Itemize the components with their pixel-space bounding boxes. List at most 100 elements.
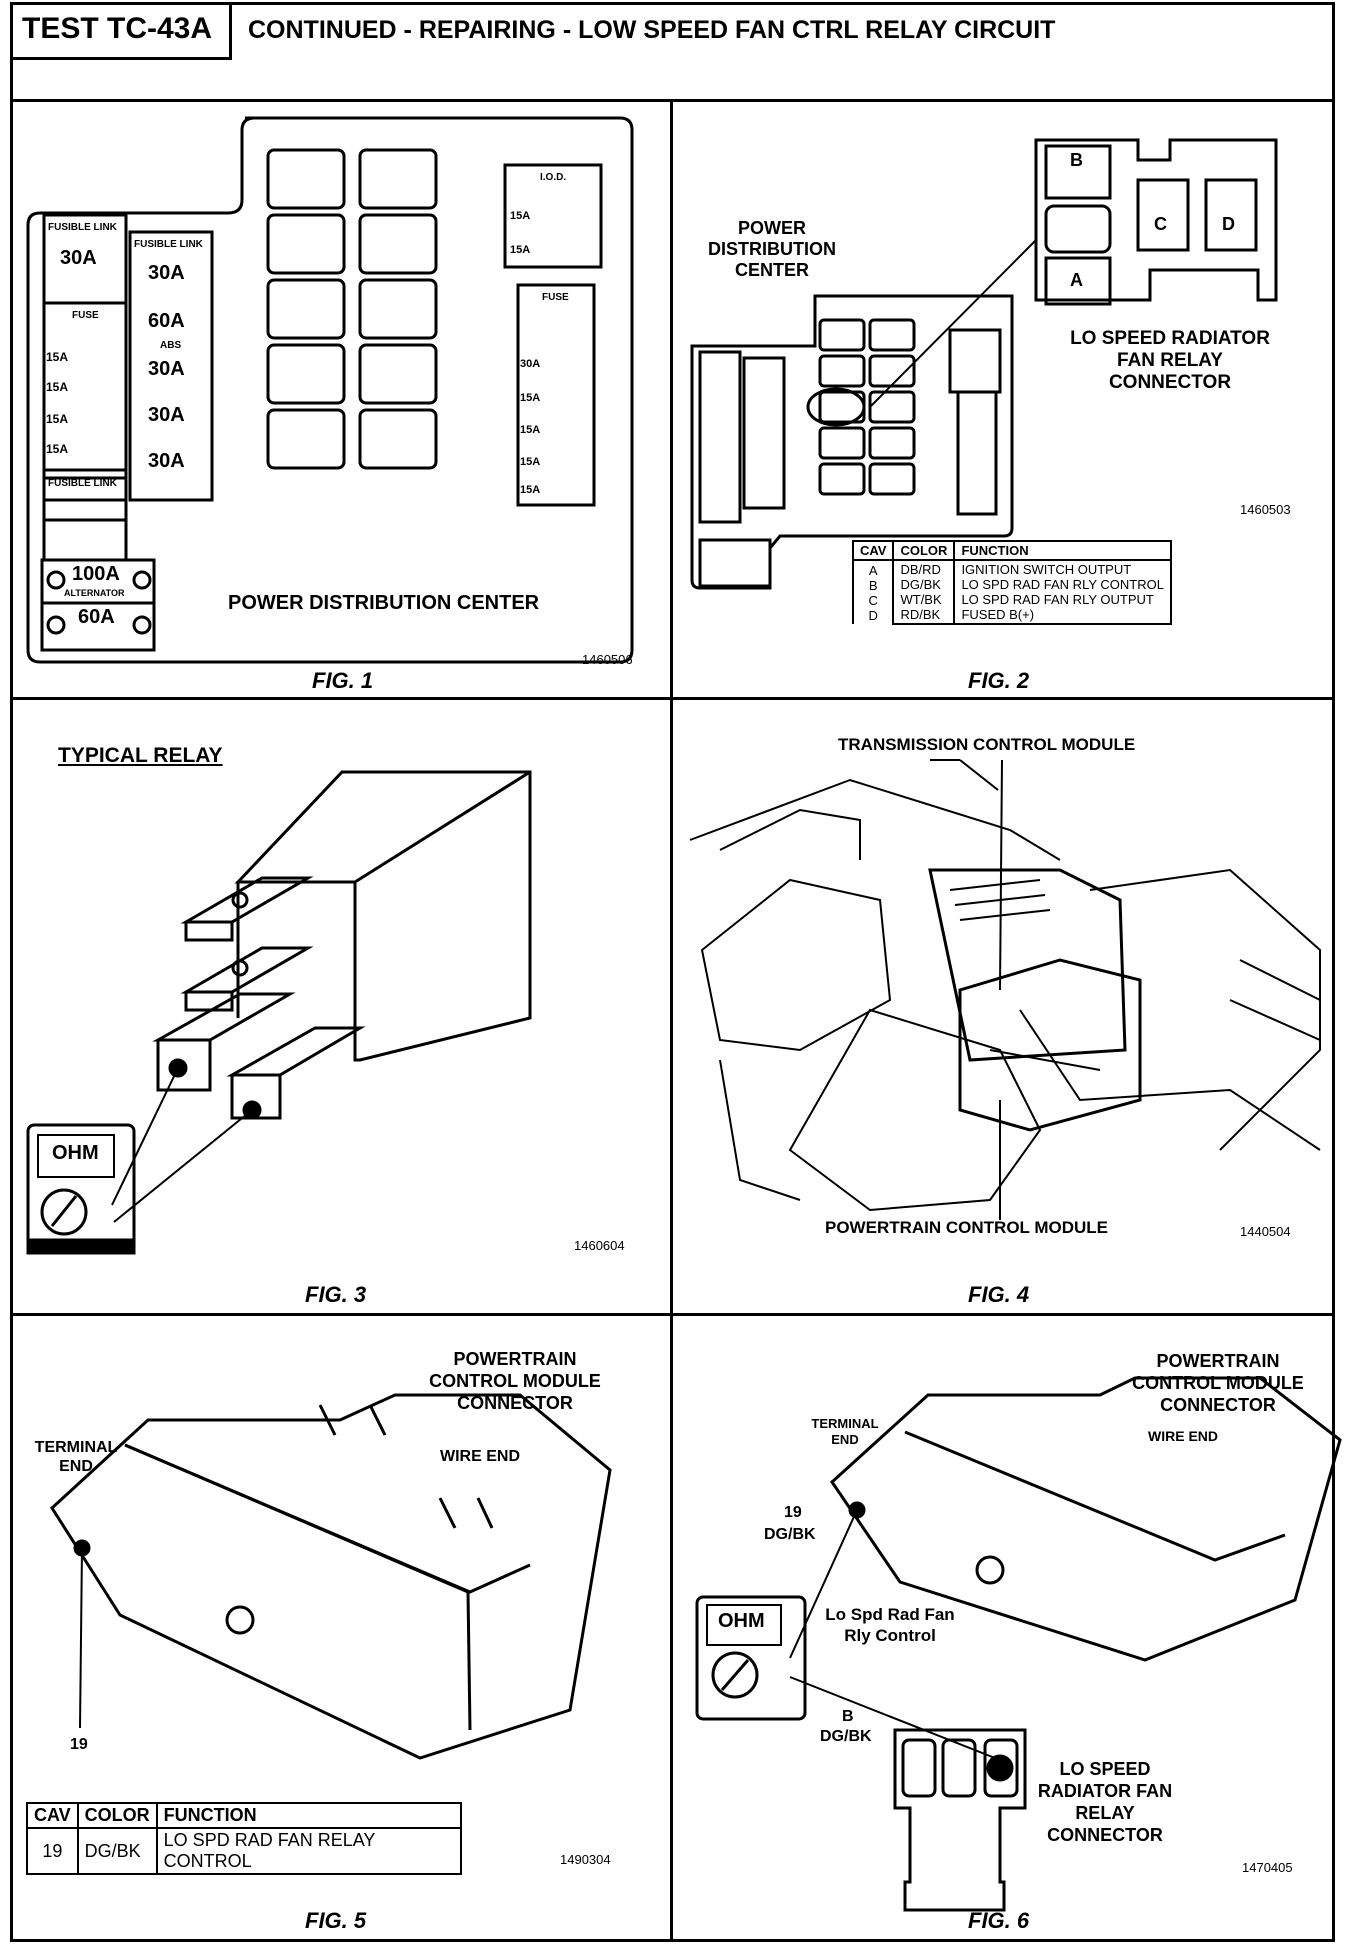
grid-row-divider-2	[10, 1313, 1335, 1316]
highlighted-relay-circle	[806, 387, 866, 427]
fig2-th-cav: CAV	[851, 540, 895, 561]
pcm-label: POWERTRAIN CONTROL MODULE	[825, 1218, 1109, 1237]
fig6-title: POWERTRAIN CONTROL MODULE CONNECTOR	[1132, 1351, 1304, 1415]
pcm-module	[958, 958, 1142, 1132]
relay-connector-face	[1034, 138, 1278, 302]
fig5-th-color: COLOR	[76, 1802, 158, 1829]
grid-row-divider-1	[10, 697, 1335, 700]
fig5-row-0-function: LO SPD RAD FAN RELAY CONTROL	[155, 1827, 462, 1875]
relay-blade-3	[152, 992, 296, 1092]
fig6-cav-color: DG/BK	[820, 1728, 872, 1745]
relay-slot-9	[266, 408, 346, 470]
fuse-30a-middle-2: 30A	[148, 358, 185, 380]
fig1-caption: FIG. 1	[312, 668, 374, 693]
fuse-30a-engine: 30A	[60, 247, 97, 269]
fig6-pin-color: DG/BK	[764, 1526, 816, 1543]
small-fuse-4: 15A	[46, 442, 69, 456]
fig2-color-col: DB/RD DG/BK WT/BK RD/BK	[892, 559, 956, 625]
small-fuse-2: 15A	[46, 380, 69, 394]
fusible-link-block-middle	[128, 230, 214, 502]
fig5-th-function: FUNCTION	[155, 1802, 462, 1829]
fig2-row-3-function: FUSED B(+)	[961, 607, 1035, 622]
fig2-row-2-cav: C	[868, 592, 878, 608]
right-fuse-1: 30A	[520, 358, 541, 370]
fig4-number: 1440504	[1240, 1224, 1291, 1239]
fig2-row-1-cav: B	[868, 577, 878, 593]
alternator-label: ALTERNATOR	[64, 588, 125, 598]
fig2-title-left: POWER DISTRIBUTION CENTER	[708, 218, 836, 280]
tcm-leader	[999, 759, 1003, 991]
fig5-wire-end: WIRE END	[440, 1448, 520, 1465]
pdc-label: POWER DISTRIBUTION CENTER	[228, 592, 540, 614]
fig2-cav-a: A B C D	[851, 559, 895, 624]
meter-lead-2	[113, 1109, 253, 1223]
fig6-wire-end: WIRE END	[1148, 1428, 1218, 1444]
fig2-cavity-table: CAV COLOR FUNCTION A B C D DB/RD DG/BK W…	[851, 540, 1172, 625]
fig6-circuit-label: Lo Spd Rad Fan Rly Control	[825, 1605, 955, 1645]
fig3-title: TYPICAL RELAY	[58, 744, 223, 767]
right-fuse-3: 15A	[520, 424, 541, 436]
tcm-label: TRANSMISSION CONTROL MODULE	[838, 735, 1136, 754]
fig2-row-3-cav: D	[868, 607, 878, 623]
cavity-b: B	[1070, 150, 1083, 170]
relay-slot-6	[358, 278, 438, 340]
fig2-connector-title: LO SPEED RADIATOR FAN RELAY CONNECTOR	[1070, 328, 1270, 393]
fig5-pin-19: 19	[70, 1736, 88, 1753]
relay-slot-10	[358, 408, 438, 470]
fig5-title: POWERTRAIN CONTROL MODULE CONNECTOR	[429, 1349, 601, 1413]
iod-fuse-2: 15A	[510, 244, 531, 256]
callout-leader	[869, 239, 1037, 408]
fig4-caption: FIG. 4	[968, 1282, 1030, 1307]
fig5-terminal-end: TERMINAL END	[34, 1439, 118, 1475]
pcm-connector-body	[50, 1393, 612, 1760]
fuse-60a: 60A	[78, 606, 115, 628]
fig5-caption: FIG. 5	[305, 1908, 367, 1933]
right-fuse-block	[516, 283, 596, 507]
pcm-connector-body-fig6	[830, 1376, 1342, 1662]
fuse-30a-headlamp: 30A	[148, 450, 185, 472]
pdc-housing-outline	[26, 116, 634, 664]
fusible-link-label-bottom: FUSIBLE LINK	[48, 478, 117, 489]
test-id-box	[12, 4, 232, 60]
relay-slot-8	[358, 343, 438, 405]
right-fuse-2: 15A	[520, 392, 541, 404]
relay-slot-7	[266, 343, 346, 405]
fusible-link-label-left: FUSIBLE LINK	[48, 222, 117, 233]
fig5-number: 1490304	[560, 1852, 611, 1867]
fig5-cavity-table: CAV COLOR FUNCTION 19 DG/BK LO SPD RAD F…	[26, 1802, 462, 1875]
relay-blade-1	[180, 876, 314, 942]
fig2-row-0-cav: A	[868, 562, 878, 578]
fig3-caption: FIG. 3	[305, 1282, 367, 1307]
fig6-ohmmeter-display: OHM	[718, 1610, 765, 1632]
maxi-fuse-block	[40, 558, 156, 652]
page-title: CONTINUED - REPAIRING - LOW SPEED FAN CT…	[248, 16, 1056, 44]
fig2-th-function: FUNCTION	[953, 540, 1172, 561]
relay-blade-2	[180, 946, 314, 1012]
iod-label: I.O.D.	[540, 172, 567, 183]
small-fuse-1: 15A	[46, 350, 69, 364]
relay-slot-3	[266, 213, 346, 275]
fusible-link-block-left	[42, 213, 128, 480]
fig5-row-0-cav: 19	[26, 1827, 79, 1875]
fig2-row-0-function: IGNITION SWITCH OUTPUT	[961, 562, 1132, 577]
fig2-function-col: IGNITION SWITCH OUTPUT LO SPD RAD FAN RL…	[953, 559, 1172, 625]
relay-slot-2	[358, 148, 438, 210]
fig6-terminal-end: TERMINAL END	[811, 1416, 879, 1447]
meter-lead-fig6-2	[789, 1676, 1001, 1761]
fig6-cav-b: B	[842, 1708, 854, 1725]
fig2-row-2-color: WT/BK	[900, 592, 942, 607]
relay-slot-4	[358, 213, 438, 275]
right-fuse-4: 15A	[520, 456, 541, 468]
ohmmeter-display: OHM	[52, 1142, 99, 1164]
fuse-30a-middle-1: 30A	[148, 262, 185, 284]
fig2-row-1-function: LO SPD RAD FAN RLY CONTROL	[961, 577, 1164, 592]
fusible-link-label-middle: FUSIBLE LINK	[134, 239, 203, 250]
fig2-row-2-function: LO SPD RAD FAN RLY OUTPUT	[961, 592, 1154, 607]
fig2-row-0-color: DB/RD	[900, 562, 941, 577]
cavity-c: C	[1154, 214, 1167, 234]
abs-label: ABS	[160, 340, 182, 351]
fig6-number: 1470405	[1242, 1860, 1293, 1875]
fig6-pin-19: 19	[784, 1504, 802, 1521]
